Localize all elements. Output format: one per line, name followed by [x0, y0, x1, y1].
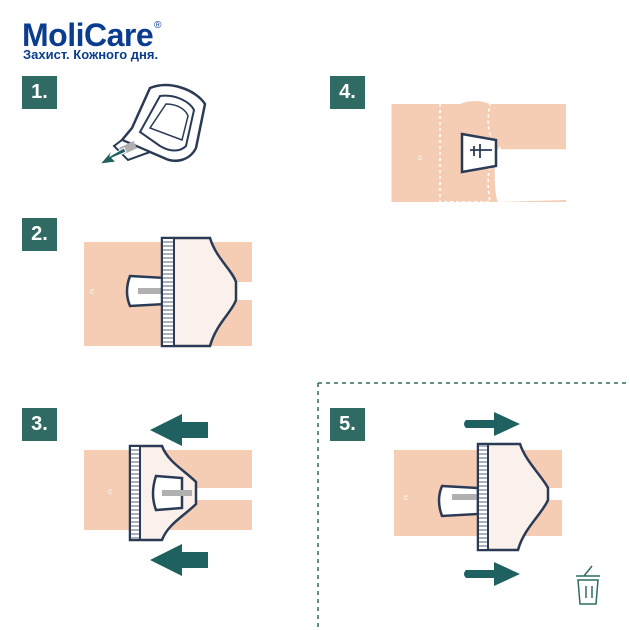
step-1-badge: 1. — [22, 76, 57, 109]
step-2-illustration: c — [84, 236, 252, 348]
svg-text:c: c — [404, 493, 408, 502]
arrow-icon — [464, 562, 520, 586]
brand-name: MoliCare — [22, 17, 154, 53]
step-5-dashed-frame — [317, 382, 630, 630]
svg-text:c: c — [418, 153, 422, 162]
svg-text:c: c — [108, 487, 112, 496]
step-2-badge: 2. — [22, 218, 57, 251]
arrow-icon — [150, 544, 208, 576]
arrow-icon — [464, 412, 520, 436]
step-4-badge: 4. — [330, 76, 365, 109]
step-3-badge: 3. — [22, 408, 57, 441]
step-5-illustration: c — [394, 412, 600, 605]
registered-mark: ® — [154, 20, 162, 31]
step-3-illustration: c — [84, 414, 252, 576]
arrow-icon — [98, 147, 127, 165]
svg-text:c: c — [90, 287, 94, 296]
disposal-bin-icon — [576, 565, 600, 605]
step-5-badge: 5. — [330, 408, 365, 441]
arrow-icon — [150, 414, 208, 446]
brand-logo: MoliCare® — [22, 6, 162, 55]
brand-tagline: Захист. Кожного дня. — [23, 47, 159, 62]
step-1-pad-illustration — [98, 83, 207, 165]
step-4-illustration: c — [391, 101, 566, 203]
